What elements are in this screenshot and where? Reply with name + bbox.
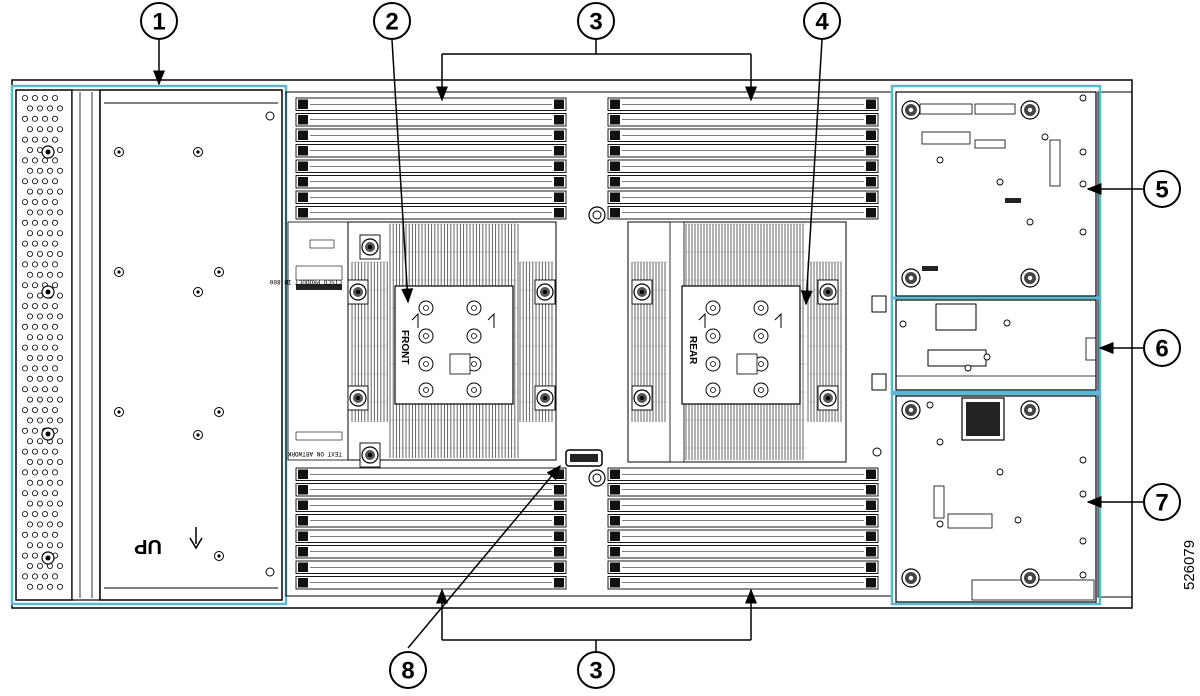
pcb-id-label: CISCO PRODUCT ID 800 bbox=[269, 278, 342, 285]
cpu1-front-label: FRONT bbox=[399, 330, 410, 364]
callout-circle-c2 bbox=[373, 2, 411, 40]
sled-cover bbox=[99, 89, 283, 601]
front-sled: UP bbox=[15, 89, 283, 601]
callout-circle-c3a bbox=[577, 2, 615, 40]
bezel-rail bbox=[71, 89, 101, 601]
cpu2-socket-cover bbox=[681, 285, 801, 405]
callout-label-c8: 8 bbox=[401, 658, 414, 685]
callout-label-c3a: 3 bbox=[589, 9, 602, 36]
artwork-note-label: TEXT ON ARTWORK bbox=[287, 450, 342, 457]
callout-markers: 1 2 3 4 5 6 7 8 3 bbox=[140, 2, 1181, 689]
cpu1-socket-cover bbox=[394, 285, 514, 405]
figure-id: 526079 bbox=[1181, 540, 1198, 590]
sled-screws bbox=[114, 111, 275, 577]
sled-down-arrow-icon bbox=[189, 527, 203, 550]
callout-label-c1: 1 bbox=[152, 9, 165, 36]
callout-label-c3b: 3 bbox=[589, 658, 602, 685]
callout-label-c2: 2 bbox=[385, 9, 398, 36]
callout-label-c6: 6 bbox=[1155, 336, 1168, 363]
rear-adapter-top bbox=[895, 91, 1097, 297]
bezel-vent-holes bbox=[21, 95, 64, 590]
callout-label-c7: 7 bbox=[1155, 490, 1168, 517]
center-standoffs bbox=[588, 206, 606, 487]
callout-label-c5: 5 bbox=[1155, 177, 1168, 204]
dimm-slots bbox=[295, 97, 879, 590]
cpu2-heatsink: REAR bbox=[627, 221, 847, 463]
chassis-rail-right bbox=[1097, 91, 1133, 598]
callout-circle-c4 bbox=[803, 2, 841, 40]
sled-up-label: UP bbox=[134, 535, 162, 557]
cpu1-heatsink: FRONT bbox=[347, 221, 557, 468]
rear-adapter-bottom bbox=[872, 395, 1097, 603]
callout-circle-c3b bbox=[577, 651, 615, 689]
callout-circle-c8 bbox=[389, 651, 427, 689]
callout-circle-c1 bbox=[140, 2, 178, 40]
callout-label-c4: 4 bbox=[815, 9, 829, 36]
rear-adapter-middle bbox=[871, 295, 1097, 391]
mezzanine-connector bbox=[565, 449, 603, 467]
cpu2-rear-label: REAR bbox=[687, 336, 698, 365]
callout-circle-c5 bbox=[1143, 170, 1181, 208]
callout-circle-c6 bbox=[1143, 329, 1181, 367]
callout-circle-c7 bbox=[1143, 483, 1181, 521]
